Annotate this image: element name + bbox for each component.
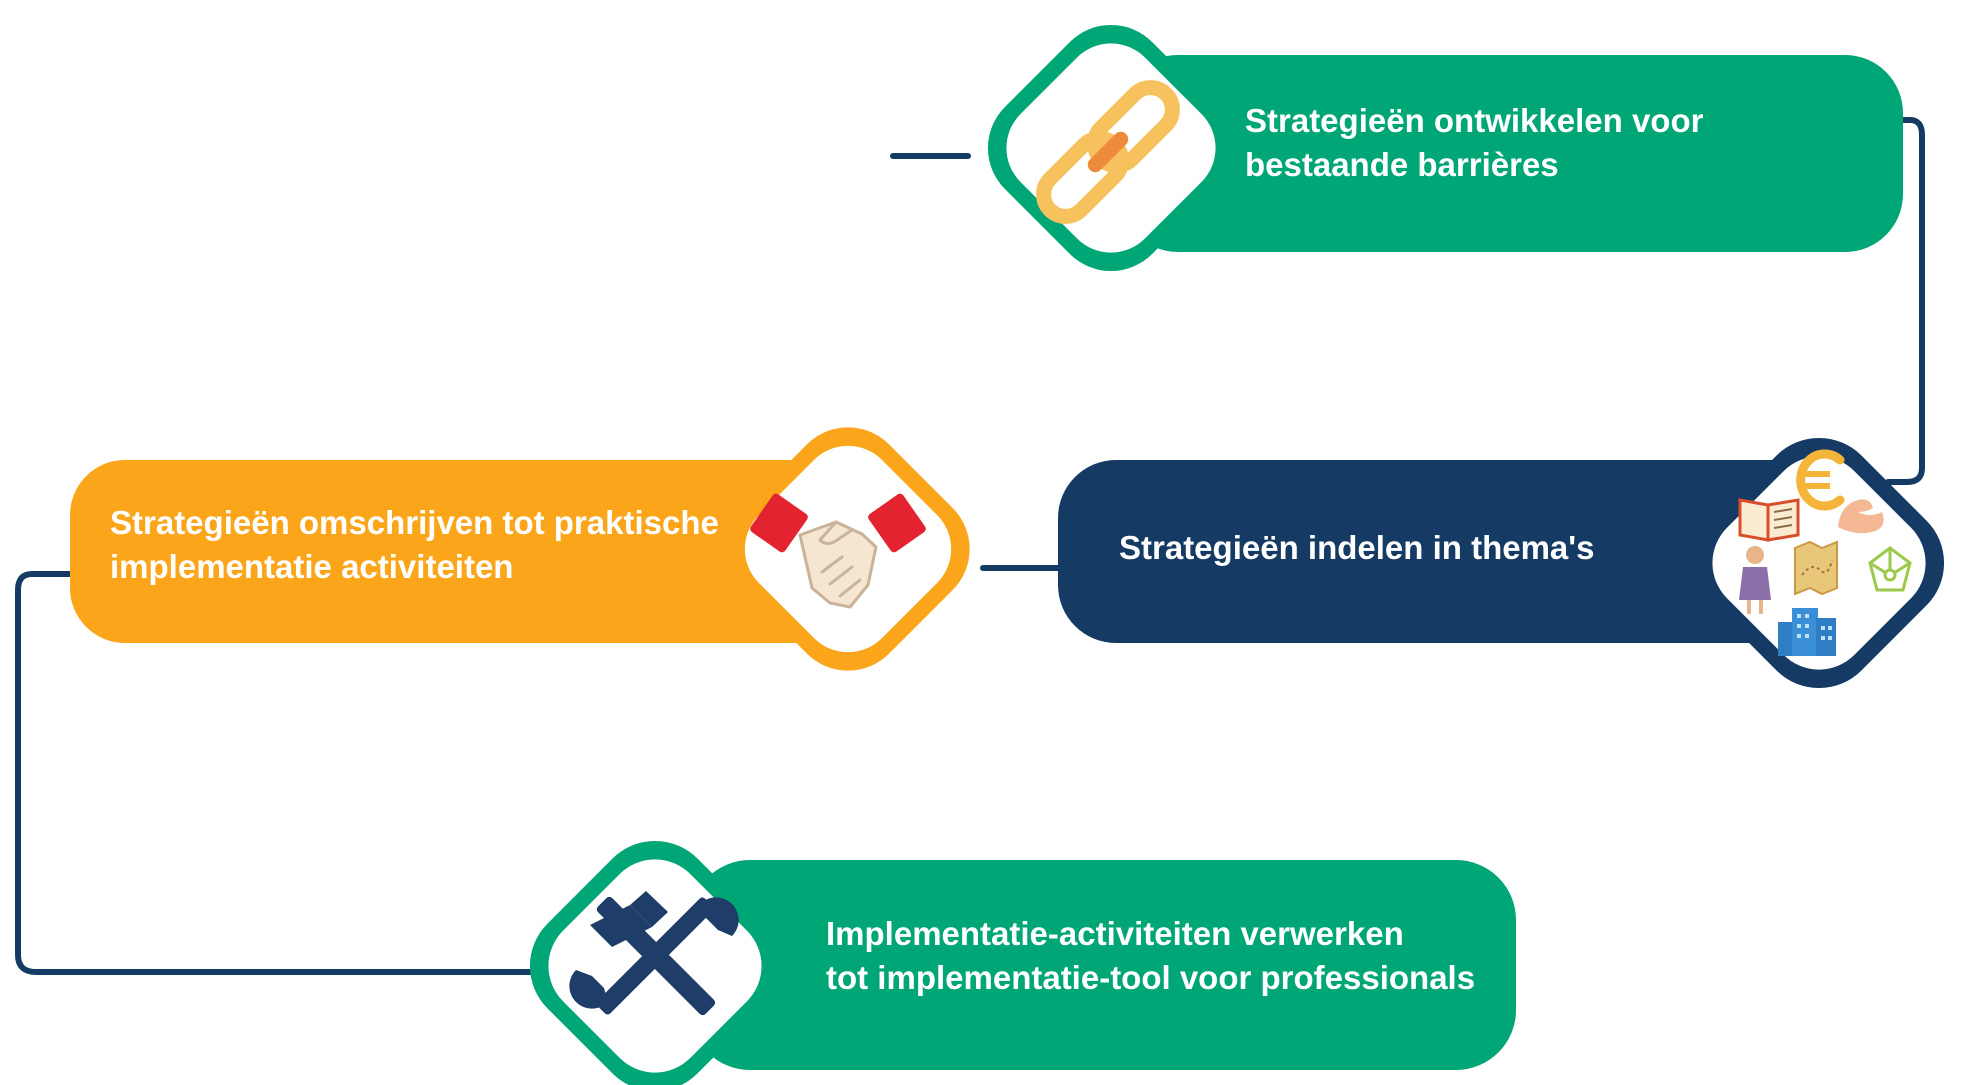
handshake-icon [750, 493, 926, 609]
step-2: Strategieën indelen in thema's [1058, 437, 1945, 689]
step-1-bar [1120, 55, 1903, 252]
step-4-bar [690, 860, 1516, 1070]
step-3-line-2: implementatie activiteiten [110, 548, 513, 585]
buildings-icon [1778, 608, 1836, 656]
step-4-label: Implementatie-activiteiten verwerken tot… [826, 915, 1475, 996]
step-2-line-1: Strategieën indelen in thema's [1119, 529, 1594, 566]
step-1-line-2: bestaande barrières [1245, 146, 1559, 183]
connector-lines [15, 117, 1925, 975]
step-2-label: Strategieën indelen in thema's [1119, 529, 1594, 566]
step-4-line-1: Implementatie-activiteiten verwerken [826, 915, 1404, 952]
step-4: Implementatie-activiteiten verwerken tot… [529, 840, 1516, 1085]
map-icon [1794, 540, 1838, 596]
chain-link-icon [1036, 80, 1180, 224]
step-3-line-1: Strategieën omschrijven tot praktische [110, 504, 719, 541]
step-4-line-2: tot implementatie-tool voor professional… [826, 959, 1475, 996]
network-icon [1868, 546, 1912, 592]
step-1-label: Strategieën ontwikkelen voor bestaande b… [1245, 102, 1713, 183]
hammer-wrench-icon [569, 891, 739, 1016]
connector-step1-to-step2 [1885, 117, 1925, 485]
step-1: Strategieën ontwikkelen voor bestaande b… [987, 24, 1903, 272]
person-icon [1739, 546, 1771, 614]
step-3-bar [70, 460, 900, 643]
step-3-label: Strategieën omschrijven tot praktische i… [110, 504, 728, 585]
step-1-line-1: Strategieën ontwikkelen voor [1245, 102, 1704, 139]
connector-step3-to-step4 [15, 571, 543, 975]
themes-collage-icon [1738, 449, 1912, 656]
step-2-bar [1058, 460, 1843, 643]
book-icon [1738, 498, 1800, 542]
euro-icon [1796, 449, 1845, 511]
muscle-arm-icon [1838, 499, 1884, 534]
step-3: Strategieën omschrijven tot praktische i… [70, 427, 970, 671]
